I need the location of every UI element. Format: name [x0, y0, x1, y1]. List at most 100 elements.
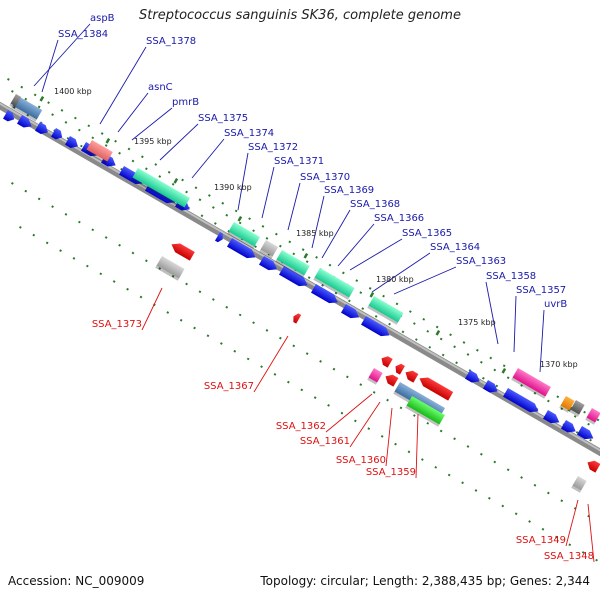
tick-dot-mid	[359, 291, 363, 294]
tick-dot-outer	[342, 271, 345, 275]
tick-dot-reverse-2	[99, 272, 103, 276]
forward-gene-label: SSA_1370	[300, 172, 350, 183]
feature-block-pink-shadow	[585, 417, 596, 425]
tick-dot-reverse-1	[10, 181, 14, 185]
tick-dot-outer	[60, 108, 64, 112]
leader-line	[485, 281, 499, 345]
leader-line	[141, 287, 163, 331]
feature-block-dark	[10, 94, 22, 107]
tick-dot-mid	[547, 399, 550, 403]
forward-cds-arrow	[35, 122, 48, 134]
leader-line	[349, 238, 403, 271]
tick-dot-reverse-2	[461, 481, 464, 485]
tick-dot-outer	[114, 139, 117, 143]
tick-dot-outer	[502, 364, 506, 368]
reverse-cds-arrow	[381, 356, 393, 368]
feature-block-dark-shadow	[9, 103, 16, 109]
forward-gene-label: aspB	[90, 13, 115, 24]
tick-dot-reverse-1	[372, 390, 376, 394]
tick-dot-mid	[480, 360, 483, 364]
leader-line	[539, 309, 545, 373]
tick-label: 1375 kbp	[458, 318, 496, 327]
tick-dot-reverse-2	[86, 264, 89, 268]
tick-dot-reverse-2	[528, 520, 531, 523]
forward-cds-arrow	[279, 266, 308, 287]
tick-dot-outer	[409, 310, 412, 313]
feature-block-gray-shadow	[571, 485, 582, 493]
tick-dot-mid	[78, 128, 81, 132]
tick-dot-outer	[435, 325, 439, 329]
feature-block-teal	[132, 168, 190, 208]
reverse-gene-label: SSA_1348	[544, 551, 594, 562]
tick-label: 1385 kbp	[296, 229, 334, 238]
reverse-gene-label: SSA_1362	[276, 421, 326, 432]
feature-block-dark-shadow	[569, 409, 580, 417]
forward-cds-arrow	[561, 420, 576, 433]
forward-gene-label: SSA_1378	[146, 36, 196, 47]
feature-block-teal-shadow	[275, 259, 305, 278]
tick-dot-reverse-2	[32, 233, 36, 237]
leader-line	[325, 393, 373, 433]
tick-dot-reverse-1	[506, 468, 510, 472]
tick-dot-outer	[476, 348, 479, 352]
leader-line	[159, 123, 199, 161]
tick-dot-inner	[334, 291, 338, 295]
tick-dot-reverse-2	[166, 311, 170, 314]
tick-dot-reverse-2	[501, 504, 505, 508]
map-title: Streptococcus sanguinis SK36, complete g…	[139, 8, 461, 23]
tick-dot-outer	[556, 395, 560, 399]
tick-dot-outer	[288, 240, 292, 244]
major-tick-mark	[173, 178, 179, 184]
major-tick-mark	[303, 253, 309, 259]
feature-block-salmon	[86, 140, 113, 162]
forward-gene-label: SSA_1358	[486, 271, 536, 282]
feature-block-gray	[156, 256, 185, 279]
leader-line	[191, 138, 225, 179]
reverse-cds-arrow	[293, 313, 302, 324]
tick-dot-reverse-1	[171, 274, 175, 278]
tick-dot-reverse-1	[212, 298, 215, 301]
tick-dot-reverse-1	[426, 421, 430, 425]
forward-cds-arrow	[259, 256, 278, 271]
tick-dot-reverse-2	[206, 334, 210, 338]
leader-line	[253, 335, 289, 393]
tick-dot-reverse-1	[319, 360, 322, 363]
tick-dot-outer	[33, 93, 37, 97]
tick-dot-reverse-1	[37, 197, 41, 201]
reverse-cds-arrow	[405, 370, 419, 383]
tick-dot-inner	[415, 338, 418, 341]
tick-dot-inner	[388, 322, 391, 326]
feature-block-green-shadow	[405, 405, 440, 427]
leader-line	[587, 503, 595, 563]
tick-dot-mid	[212, 206, 215, 209]
feature-block-pink	[368, 368, 383, 383]
tick-dot-outer	[87, 124, 91, 128]
tick-dot-inner	[428, 345, 432, 349]
tick-dot-outer	[596, 418, 600, 422]
tick-dot-outer	[221, 201, 225, 205]
tick-dot-outer	[234, 209, 238, 213]
forward-gene-label: SSA_1374	[224, 128, 274, 139]
feature-block-orange	[560, 395, 575, 411]
tick-dot-reverse-2	[595, 558, 598, 562]
tick-dot-outer	[261, 225, 265, 228]
forward-cds-arrow	[483, 380, 498, 393]
tick-dot-reverse-2	[541, 527, 545, 531]
tick-dot-outer	[167, 170, 171, 174]
tick-dot-reverse-2	[581, 551, 585, 554]
major-tick-mark	[369, 292, 375, 298]
tick-dot-reverse-1	[533, 483, 537, 487]
forward-cds-arrow	[577, 426, 594, 440]
feature-block-gray-shadow	[259, 249, 273, 259]
forward-gene-label: pmrB	[172, 97, 199, 108]
tick-dot-reverse-2	[273, 373, 277, 376]
tick-dot-inner	[441, 353, 445, 357]
leader-line	[513, 295, 517, 353]
tick-dot-mid	[265, 237, 269, 240]
reverse-gene-label: SSA_1359	[366, 467, 416, 478]
tick-dot-reverse-2	[112, 280, 116, 283]
tick-dot-inner	[455, 361, 458, 365]
